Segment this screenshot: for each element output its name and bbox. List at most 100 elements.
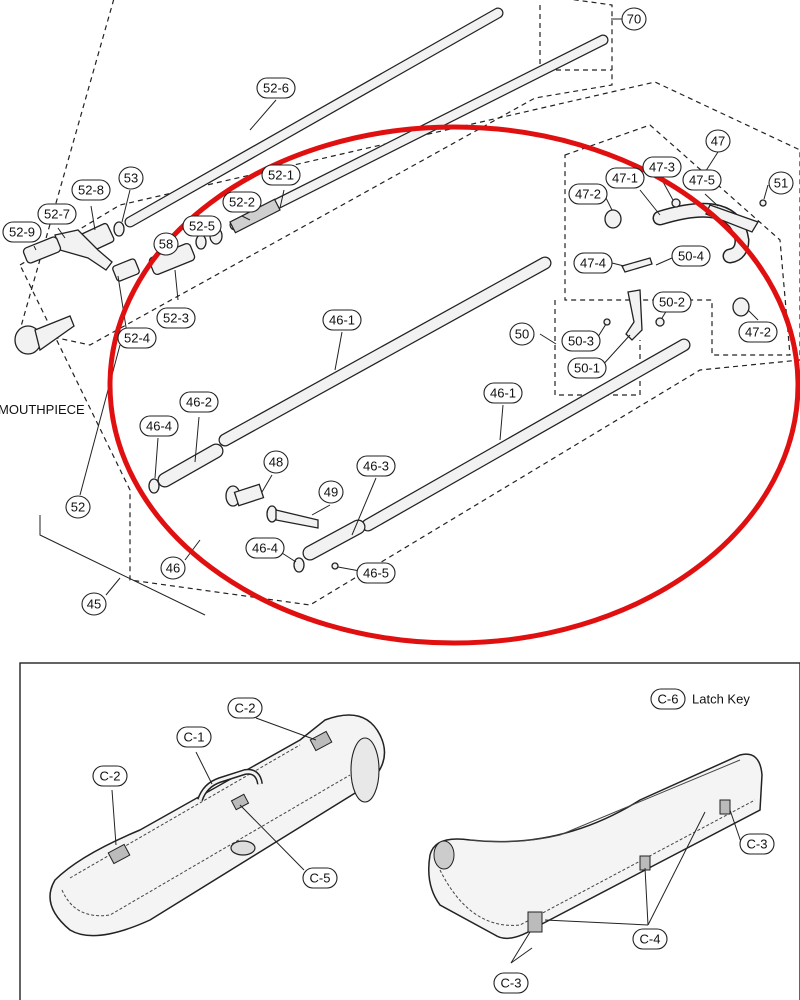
ferrule-47-2-a [604,209,622,229]
svg-text:52-9: 52-9 [9,225,35,240]
svg-text:70: 70 [627,12,641,27]
callout-46-1-lower: 46-1 [483,382,523,404]
part-47-outline [564,124,791,356]
tube-46-1-lower [361,338,691,532]
case-right-illustration [428,753,763,940]
leadpipe-52-9 [22,236,62,264]
ferrule-47-2-b [732,297,750,317]
callout-70: 70 [621,7,647,31]
screw-47-3 [671,198,681,208]
svg-text:52: 52 [71,500,85,515]
svg-text:C-2: C-2 [100,769,121,784]
callout-47-1: 47-1 [605,167,645,189]
callout-47-5: 47-5 [682,169,722,191]
svg-text:52-8: 52-8 [78,183,104,198]
svg-text:45: 45 [87,597,101,612]
callout-C-3-bottom: C-3 [493,972,529,994]
callout-46-4-lower: 46-4 [245,537,285,559]
callout-52-7: 52-7 [37,203,77,225]
svg-text:52-5: 52-5 [189,219,215,234]
ring-58 [195,234,207,250]
brace-52-7 [54,229,113,271]
svg-text:53: 53 [124,171,138,186]
svg-text:46-5: 46-5 [363,566,389,581]
svg-text:46-1: 46-1 [329,313,355,328]
svg-text:50-4: 50-4 [678,249,704,264]
svg-text:C-3: C-3 [747,837,768,852]
callout-46-3: 46-3 [356,455,396,477]
svg-text:50-1: 50-1 [574,361,600,376]
callout-C-3-right: C-3 [739,833,775,855]
bow-assembly [603,198,767,341]
callout-50: 50 [509,322,535,346]
svg-text:46-3: 46-3 [363,459,389,474]
svg-text:C-3: C-3 [501,976,522,991]
svg-text:47-2: 47-2 [745,325,771,340]
callout-C-4: C-4 [632,928,668,950]
svg-text:46-4: 46-4 [252,541,278,556]
mouthpiece-label: MOUTHPIECE [0,402,85,417]
svg-text:47-3: 47-3 [649,160,675,175]
callout-C-5: C-5 [302,867,338,889]
svg-text:50-3: 50-3 [568,334,594,349]
screw-46-5 [331,562,339,570]
callout-46-2: 46-2 [179,391,219,413]
ring-46-4-b [293,557,305,573]
callout-45: 45 [81,592,107,616]
brace-47-4 [621,257,653,273]
svg-text:C-5: C-5 [310,871,331,886]
tube-52-6-upper [124,7,504,228]
svg-text:52-1: 52-1 [268,168,294,183]
nut-50-2 [655,317,665,327]
callout-53: 53 [118,166,144,190]
svg-text:47-4: 47-4 [580,256,606,271]
callout-47-3: 47-3 [642,156,682,178]
svg-text:48: 48 [269,455,283,470]
tube-46-2 [157,443,224,488]
callout-52-2: 52-2 [222,191,262,213]
case-left-illustration [49,714,386,937]
callout-47-4: 47-4 [573,252,613,274]
ring-46-4-a [148,478,160,494]
latch-key-label: Latch Key [692,692,750,707]
callout-50-4: 50-4 [671,245,711,267]
callout-52-3: 52-3 [156,307,196,329]
svg-text:46-4: 46-4 [146,419,172,434]
callout-52-4: 52-4 [117,327,157,349]
svg-text:47-2: 47-2 [575,187,601,202]
tube-52-1 [229,34,609,231]
callout-47: 47 [705,129,731,153]
svg-text:C-1: C-1 [184,730,205,745]
callout-48: 48 [263,450,289,474]
svg-text:49: 49 [324,485,338,500]
svg-text:58: 58 [159,237,173,252]
upper-slide-group-outline [19,0,613,346]
callout-46: 46 [160,556,186,580]
svg-text:46-1: 46-1 [490,386,516,401]
callout-46-1-upper: 46-1 [322,309,362,331]
highlight-ellipse [107,124,800,646]
svg-text:52-6: 52-6 [263,81,289,96]
callout-52-8: 52-8 [71,179,111,201]
upper-slide-parts [14,7,609,355]
svg-text:52-4: 52-4 [124,331,150,346]
callout-46-5: 46-5 [356,562,396,584]
leader-lines [33,18,769,616]
tube-46-1-upper [218,256,552,447]
tube-46-3 [302,519,366,561]
callout-52: 52 [65,495,91,519]
svg-text:C-4: C-4 [640,932,661,947]
svg-text:C-2: C-2 [235,701,256,716]
callout-49: 49 [318,480,344,504]
callout-52-9: 52-9 [2,221,42,243]
svg-text:50-2: 50-2 [659,295,685,310]
ring-53 [113,221,125,237]
callout-C-6: C-6 [650,688,686,710]
svg-text:50: 50 [515,327,529,342]
callout-58: 58 [153,232,179,256]
callout-C-2-top: C-2 [227,697,263,719]
svg-text:46: 46 [166,561,180,576]
svg-text:47-1: 47-1 [612,171,638,186]
svg-text:46-2: 46-2 [186,395,212,410]
svg-text:C-6: C-6 [658,692,679,707]
